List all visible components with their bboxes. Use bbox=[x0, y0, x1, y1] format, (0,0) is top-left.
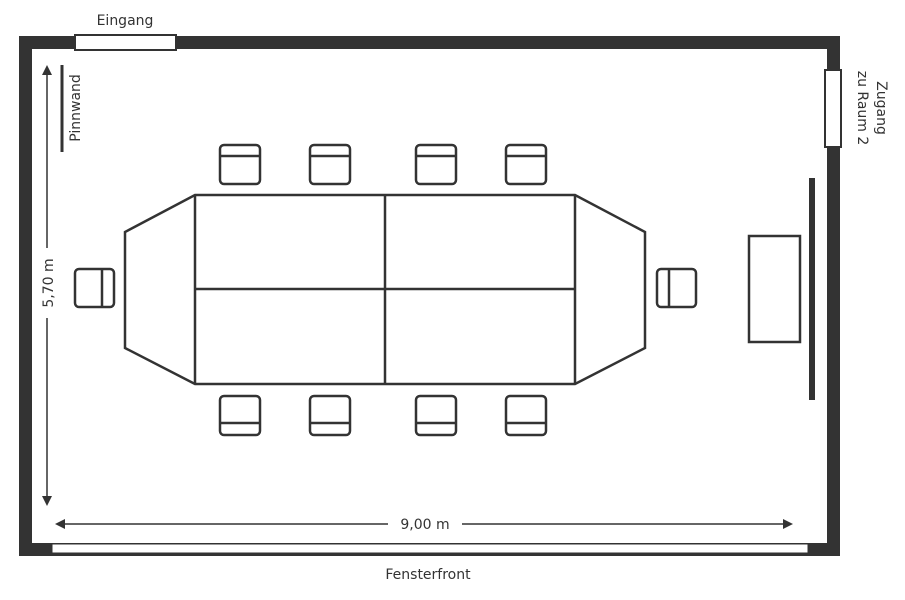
chair-icon[interactable] bbox=[218, 394, 262, 437]
chair-icon[interactable] bbox=[414, 143, 458, 186]
chairs-bottom bbox=[218, 394, 548, 437]
entrance-label: Eingang bbox=[97, 13, 154, 29]
window-front bbox=[51, 543, 809, 554]
chairs-top bbox=[218, 143, 548, 186]
entrance-door[interactable] bbox=[74, 34, 177, 51]
height-dimension-label: 5,70 m bbox=[41, 258, 57, 307]
window-front-label: Fensterfront bbox=[385, 567, 471, 583]
chair-icon[interactable] bbox=[308, 394, 352, 437]
chair-icon[interactable] bbox=[504, 394, 548, 437]
wall-left bbox=[19, 36, 32, 556]
chair-icon[interactable] bbox=[308, 143, 352, 186]
chair-icon[interactable] bbox=[218, 143, 262, 186]
access-door[interactable] bbox=[824, 69, 842, 148]
chair-icon[interactable] bbox=[414, 394, 458, 437]
width-dimension-label: 9,00 m bbox=[400, 517, 449, 533]
projection-screen bbox=[809, 178, 815, 400]
presentation-table bbox=[747, 234, 802, 344]
wall-top bbox=[19, 36, 840, 49]
walls bbox=[19, 36, 840, 556]
chair-icon[interactable] bbox=[504, 143, 548, 186]
pinboard-label: Pinnwand bbox=[68, 74, 84, 142]
access-label-line1: Zugang bbox=[873, 81, 889, 135]
access-label-line2: zu Raum 2 bbox=[854, 71, 870, 146]
conference-table bbox=[123, 193, 647, 386]
chair-icon[interactable] bbox=[655, 267, 698, 309]
chair-icon[interactable] bbox=[73, 267, 116, 309]
wall-right bbox=[827, 36, 840, 556]
